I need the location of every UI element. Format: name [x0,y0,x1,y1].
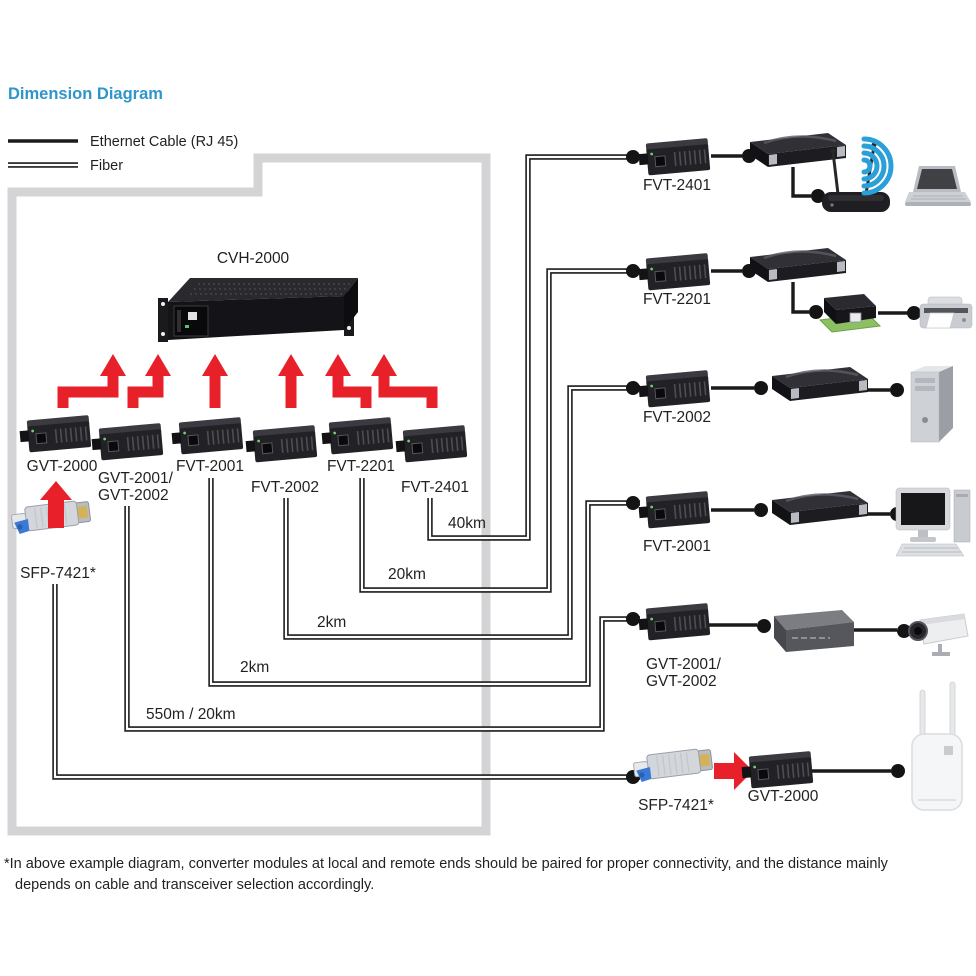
fiber-link-sfp [52,584,640,780]
label-fvt2201: FVT-2201 [327,458,395,475]
ethernet-row3 [711,381,904,397]
distance-2km-b: 2km [240,659,269,676]
label-remote-fvt2002: FVT-2002 [643,409,711,426]
distance-2km-a: 2km [317,614,346,631]
label-gvt2000: GVT-2000 [27,458,98,475]
laptop-icon [905,166,971,206]
fiber-junction-dot [626,150,640,164]
label-remote-fvt2201: FVT-2201 [643,291,711,308]
remote-converter-gvt2000-icon [739,750,815,790]
chassis-cvh2000-icon [158,278,358,342]
uplink-arrows [57,354,438,408]
label-remote-gvt2001-line1: GVT-2001/ [646,656,722,673]
footnote-line2: depends on cable and transceiver selecti… [15,877,374,893]
ip-camera-icon [908,613,969,656]
site-boundary-outline [7,153,491,836]
label-remote-fvt2401: FVT-2401 [643,177,711,194]
print-server-icon [818,294,882,333]
desktop-pc-icon [895,487,971,557]
remote-converter-gvt2001-icon [636,602,712,642]
remote-converter-fvt2401-icon [636,137,712,177]
remote-converter-fvt2201-icon [636,252,712,292]
legend [8,139,78,168]
label-remote-gvt2000: GVT-2000 [748,788,819,805]
fiber-junction-dot [626,612,640,626]
switch-row2-icon [748,246,848,284]
fiber-junction-dot [626,496,640,510]
label-gvt2001-line2: GVT-2002 [98,487,169,504]
page-title: Dimension Diagram [8,85,163,103]
footnote-line1: *In above example diagram, converter mod… [4,856,889,872]
switch-row4-icon [770,489,870,527]
label-fvt2001: FVT-2001 [176,458,244,475]
distance-40km: 40km [448,515,486,532]
converter-gvt2001-icon [89,422,165,462]
remote-converter-fvt2002-icon [636,369,712,409]
distance-550m: 550m / 20km [146,706,236,723]
converter-fvt2401-icon [393,424,469,464]
sfp-module-remote-icon [631,746,714,784]
fiber-link-550m [124,506,640,732]
label-remote-fvt2001: FVT-2001 [643,538,711,555]
chassis-label: CVH-2000 [217,250,290,267]
ethernet-row6 [812,764,905,778]
label-remote-gvt2001-line2: GVT-2002 [646,673,717,690]
switch-row3-icon [770,365,870,403]
pc-tower-icon [910,366,953,443]
legend-fiber-label: Fiber [90,158,123,174]
printer-icon [919,296,973,329]
converter-fvt2201-icon [319,416,395,456]
ethernet-row2 [711,264,921,320]
ethernet-row5 [709,619,911,638]
fiber-junction-dot [626,264,640,278]
poe-box-icon [774,610,854,652]
fiber-link-40km [427,154,640,541]
distance-20km: 20km [388,566,426,583]
fiber-link-2km-b [208,478,640,687]
legend-ethernet-label: Ethernet Cable (RJ 45) [90,134,238,150]
sfp-to-gvt-arrow [714,752,753,790]
access-point-icon [911,681,963,811]
converter-fvt2002-icon [243,424,319,464]
wifi-waves-icon [861,136,894,196]
fiber-link-20km [359,268,640,593]
label-sfp-local: SFP-7421* [20,565,96,582]
sfp-up-arrow [40,481,72,528]
label-fvt2002: FVT-2002 [251,479,319,496]
fiber-link-2km-a [283,385,640,640]
converter-fvt2001-icon [169,416,245,456]
label-gvt2001-line1: GVT-2001/ [98,470,174,487]
remote-converter-fvt2001-icon [636,490,712,530]
fiber-junction-dot [626,381,640,395]
converter-gvt2000-icon [17,414,93,454]
label-fvt2401: FVT-2401 [401,479,469,496]
label-remote-sfp: SFP-7421* [638,797,714,814]
